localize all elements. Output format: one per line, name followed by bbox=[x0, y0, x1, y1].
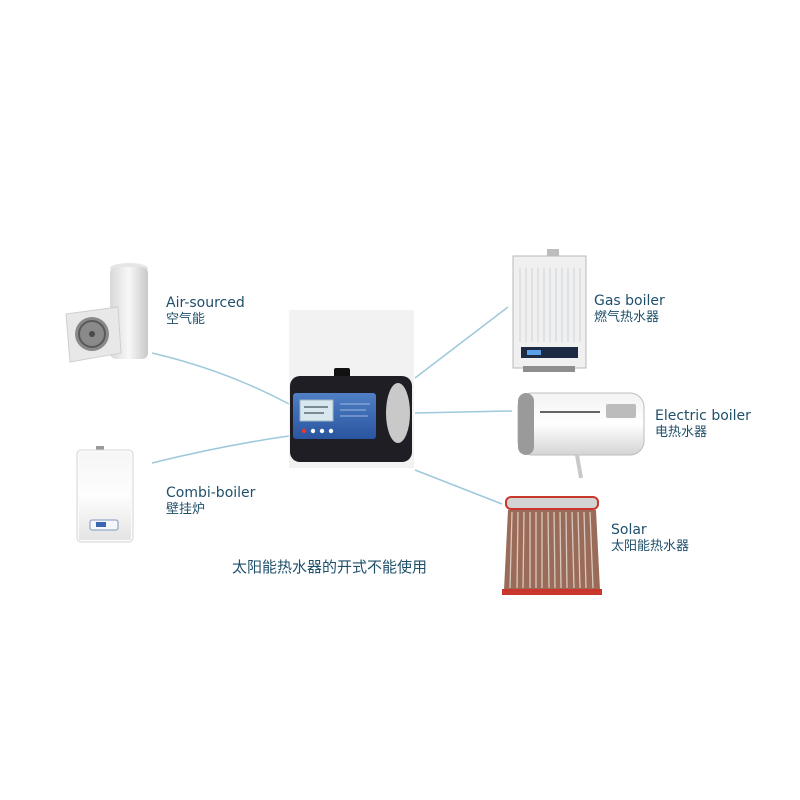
label-gas-en: Gas boiler bbox=[594, 293, 665, 309]
label-gas: Gas boiler 燃气热水器 bbox=[594, 293, 665, 325]
connector-solar bbox=[414, 469, 503, 505]
electric-water-heater-icon bbox=[517, 392, 645, 479]
label-electric-en: Electric boiler bbox=[655, 408, 751, 424]
label-air-source-zh: 空气能 bbox=[166, 311, 206, 327]
wall-boiler-icon bbox=[76, 446, 134, 543]
label-air-source: Air-sourced 空气能 bbox=[166, 295, 245, 327]
connector-gas bbox=[414, 306, 509, 379]
connector-air-source bbox=[151, 352, 290, 405]
label-solar-en: Solar bbox=[611, 522, 647, 538]
heat-pump-icon bbox=[65, 263, 148, 363]
label-combi: Combi-boiler 壁挂炉 bbox=[166, 485, 255, 517]
label-solar: Solar 太阳能热水器 bbox=[611, 522, 689, 554]
label-combi-en: Combi-boiler bbox=[166, 485, 256, 501]
connector-electric bbox=[414, 410, 513, 414]
controller-device-icon bbox=[289, 310, 414, 468]
label-gas-zh: 燃气热水器 bbox=[594, 309, 660, 325]
connectors bbox=[151, 306, 513, 505]
solar-open-type-note: 太阳能热水器的开式不能使用 bbox=[232, 558, 428, 576]
gas-water-heater-icon bbox=[512, 249, 587, 372]
connector-combi bbox=[151, 435, 290, 464]
label-electric-zh: 电热水器 bbox=[655, 424, 708, 440]
label-air-source-en: Air-sourced bbox=[166, 295, 245, 311]
label-electric: Electric boiler 电热水器 bbox=[655, 408, 751, 440]
label-combi-zh: 壁挂炉 bbox=[166, 501, 206, 517]
solar-water-heater-icon bbox=[502, 496, 602, 595]
label-solar-zh: 太阳能热水器 bbox=[611, 538, 690, 554]
